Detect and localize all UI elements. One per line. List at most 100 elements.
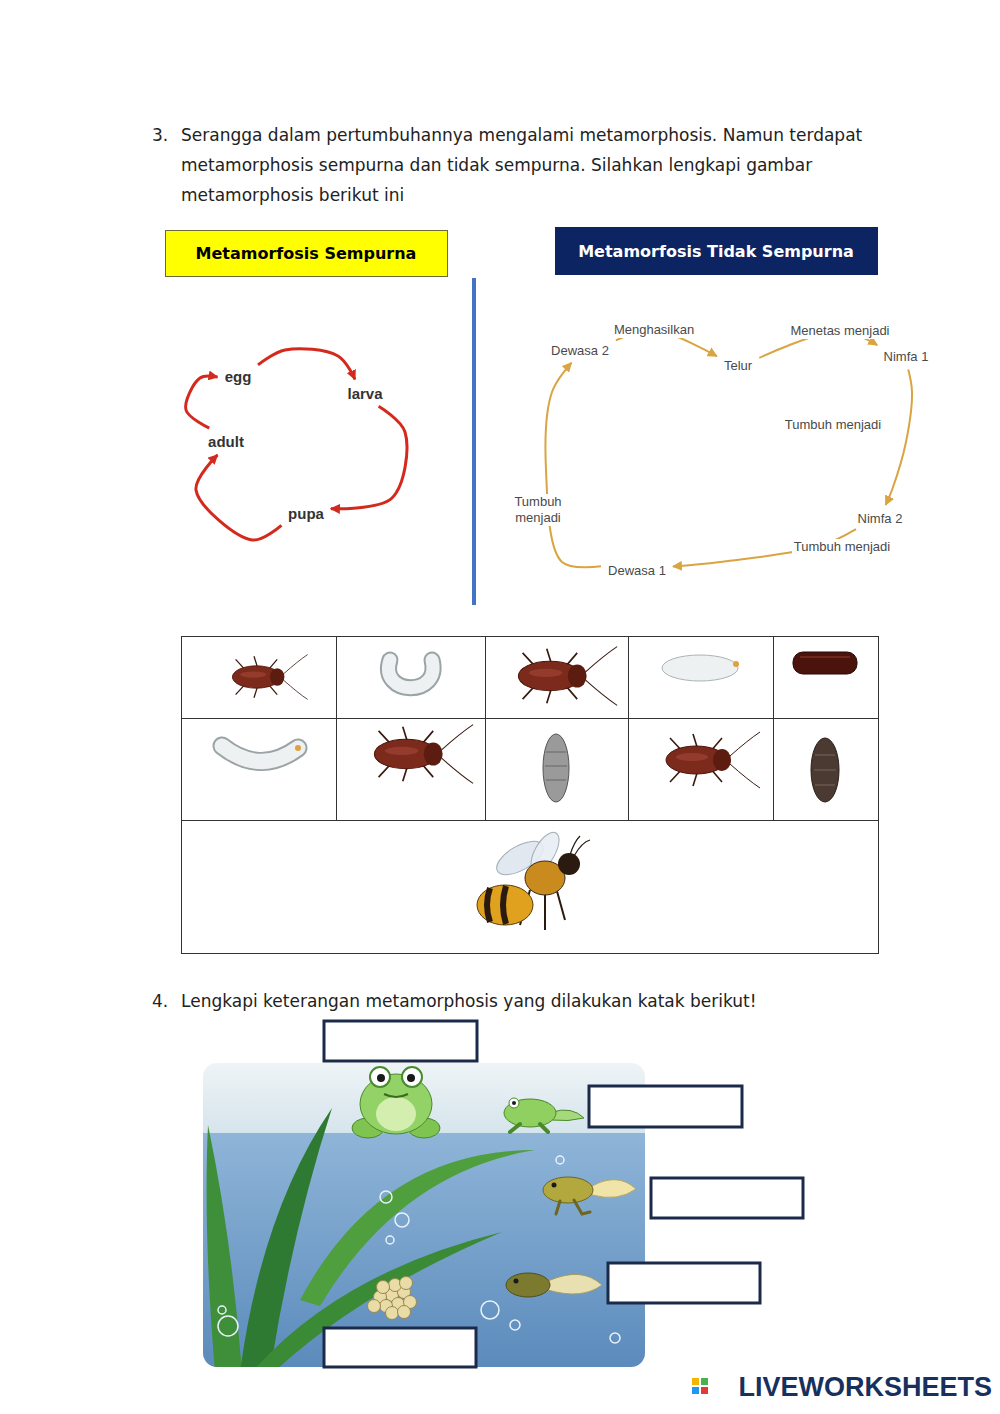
froglet-tail (552, 1110, 584, 1121)
bee-abdomen (477, 885, 533, 925)
bubble (386, 1236, 394, 1244)
stage-label: Dewasa 2 (548, 341, 612, 360)
stage-label: egg (222, 366, 255, 387)
pupa-segments (545, 752, 567, 780)
node-text: Metamorfosis Sempurna (196, 244, 417, 263)
node-text: Metamorfosis Tidak Sempurna (578, 242, 854, 261)
bubble (556, 1156, 564, 1164)
frog-pupil (377, 1074, 385, 1082)
answer-box (324, 1021, 477, 1061)
node-text: Nimfa 2 (858, 511, 903, 526)
stage-label: adult (205, 431, 247, 452)
bubble (510, 1320, 520, 1330)
cockroach-picture (666, 732, 760, 788)
divider-line (472, 278, 476, 605)
tadpole-body (543, 1177, 593, 1203)
frog-eye (370, 1067, 390, 1087)
heading-box: Metamorfosis Sempurna (165, 230, 448, 277)
grub-picture (388, 660, 433, 688)
answer-box (608, 1263, 760, 1303)
icon-square (701, 1378, 708, 1385)
frog-scene (203, 1063, 645, 1367)
froglet-body (504, 1099, 556, 1127)
egg (400, 1277, 413, 1290)
larva-picture (222, 746, 298, 762)
question-number: 3. (152, 120, 168, 150)
pupa-segments (814, 755, 836, 785)
bubble (218, 1306, 226, 1314)
egg (386, 1307, 399, 1320)
plant-leaf (300, 1150, 535, 1306)
edge-label: Tumbuh menjadi (792, 539, 892, 555)
answer-box (651, 1178, 803, 1218)
table-border (182, 637, 879, 954)
egg (377, 1281, 390, 1294)
grub-picture (388, 660, 433, 688)
tadpole-tail (592, 1180, 636, 1198)
icon-square (692, 1378, 699, 1385)
tadpole-body (506, 1273, 550, 1297)
stage-label: Dewasa 1 (605, 561, 669, 580)
plant-leaf (252, 1232, 502, 1367)
adult-cockroach-picture (374, 725, 473, 784)
cycle-arrow (258, 349, 355, 380)
stage-label: Nimfa 1 (881, 347, 932, 366)
cycle-arrow (886, 369, 912, 504)
bee-stripes (487, 886, 506, 924)
bee-antennae (570, 836, 590, 856)
bubble (218, 1316, 238, 1336)
node-text: egg (225, 368, 252, 385)
larva-head (295, 745, 301, 751)
cycle-arrow (331, 406, 407, 508)
answer-box (324, 1328, 476, 1367)
answer-box (589, 1086, 742, 1127)
node-text: Dewasa 1 (608, 563, 666, 578)
tadpole-eye (514, 1279, 519, 1284)
egg-case-picture (793, 652, 857, 674)
bubble (380, 1191, 392, 1203)
egg-case-ridge (800, 656, 850, 658)
node-text: adult (208, 433, 244, 450)
frog-eye (402, 1067, 422, 1087)
froglet-eye (509, 1098, 519, 1108)
edge-label: Tumbuh menjadi (505, 494, 571, 526)
tadpole-legs (556, 1200, 590, 1214)
egg (368, 1300, 381, 1313)
froglet-legs (510, 1124, 548, 1132)
cycle-arrow (186, 376, 218, 428)
nymph-picture (232, 655, 307, 700)
adult-cockroach-picture (518, 647, 617, 706)
watermark: LIVEWORKSHEETS (738, 1370, 992, 1404)
table-grid (182, 637, 879, 821)
node-text: pupa (288, 505, 324, 522)
icon-square (701, 1387, 708, 1394)
question-text: Lengkapi keterangan metamorphosis yang d… (181, 986, 757, 1016)
bubble (395, 1213, 409, 1227)
bubbles (218, 1156, 620, 1343)
frog-belly (376, 1097, 416, 1131)
larva-picture (662, 655, 738, 681)
icon-square (692, 1387, 699, 1394)
stage-label: Telur (721, 356, 756, 375)
pupa-picture (543, 734, 569, 802)
edge-label: Tumbuh menjadi (783, 417, 883, 433)
edge-label: Menetas menjadi (789, 323, 892, 339)
pupa-picture (811, 738, 839, 802)
cycle-arrow (545, 363, 601, 568)
stage-label: larva (344, 383, 386, 404)
node-text: Dewasa 2 (551, 343, 609, 358)
stage-label: Nimfa 2 (855, 509, 906, 528)
watermark-icon (692, 1378, 708, 1394)
bubble (481, 1301, 499, 1319)
frog-mouth (384, 1094, 408, 1097)
cycle-arrow (196, 455, 282, 540)
bubble (610, 1333, 620, 1343)
node-text: Telur (724, 358, 752, 373)
tadpole-tail (548, 1274, 602, 1294)
larva-head (733, 661, 739, 667)
froglet-pupil (512, 1101, 516, 1105)
plant-leaf (207, 1125, 242, 1367)
